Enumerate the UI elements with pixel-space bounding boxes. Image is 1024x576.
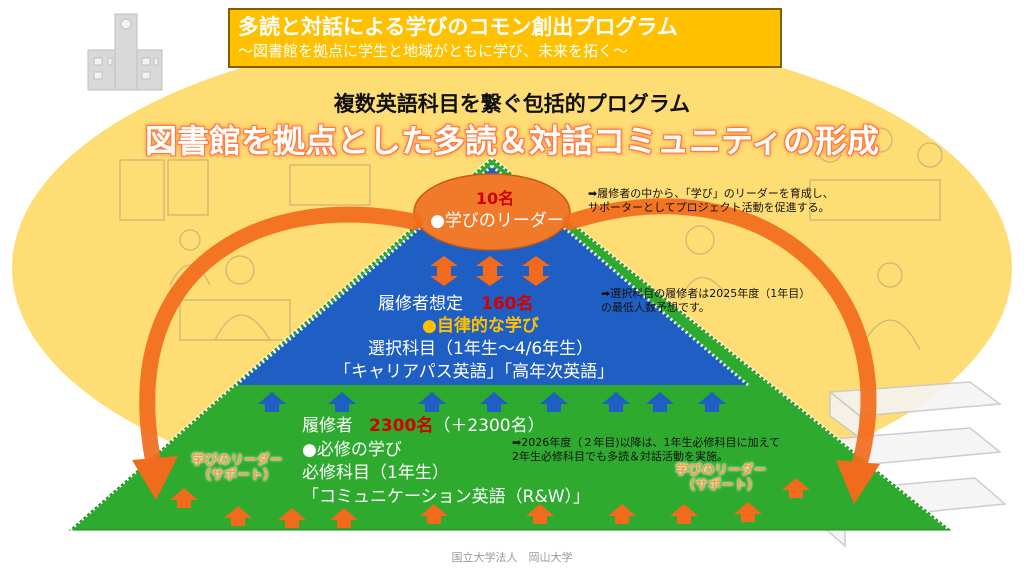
support-label-right: 学びのリーダー （サポート） <box>666 463 776 493</box>
middle-count: 160名 <box>481 294 534 314</box>
curved-arrow-right <box>562 198 877 478</box>
middle-enrollment: 履修者想定 160名 <box>378 289 534 314</box>
middle-course-names: 「キャリアパス英語」「高年次英語」 <box>334 362 615 382</box>
curved-arrow-left <box>139 206 423 478</box>
title-box <box>228 8 782 68</box>
section-heading: 複数英語科目を繋ぐ包括的プログラム <box>333 92 691 116</box>
slogan: 図書館を拠点とした多読＆対話コミュニティの形成 <box>144 122 880 160</box>
support-label-line: （サポート） <box>197 468 276 483</box>
program-subtitle: ～図書館を拠点に学生と地域がともに学び、未来を拓く～ <box>238 42 629 60</box>
leader-ellipse <box>413 173 571 251</box>
leader-label: ●学びのリーダー <box>430 211 564 231</box>
support-label-line: （サポート） <box>681 478 760 493</box>
arrow-up-icon <box>258 392 726 412</box>
note-leader: ➡履修者の中から、「学び」のリーダーを育成し、 サポーターとしてプロジェクト活動… <box>588 187 834 215</box>
note-elective-line: の最低人数予想です。 <box>601 301 710 314</box>
arrow-up-icon <box>170 478 810 528</box>
note-elective: ➡選択科目の履修者は2025年度（1年目） の最低人数予想です。 <box>601 287 810 315</box>
reading-people-icon <box>119 159 371 341</box>
support-label-left: 学びのリーダー （サポート） <box>182 453 292 483</box>
bottom-count: 2300名 <box>369 416 434 436</box>
note-elective-line: ➡選択科目の履修者は2025年度（1年目） <box>601 287 811 300</box>
bottom-label: ●必修の学び <box>302 440 402 460</box>
double-arrow-icon <box>430 256 550 286</box>
middle-enrollment-label: 履修者想定 <box>378 294 463 314</box>
support-label-line: 学びのリーダー <box>675 463 767 478</box>
support-label-line: 学びのリーダー <box>191 453 283 468</box>
note-required-line: 2年生必修科目でも多読＆対話活動を実施。 <box>512 450 728 463</box>
leader-count: 10名 <box>475 189 515 208</box>
bottom-enrollment-label: 履修者 <box>302 416 353 436</box>
middle-label: ●自律的な学び <box>422 316 539 336</box>
note-leader-line: サポーターとしてプロジェクト活動を促進する。 <box>588 201 830 214</box>
bottom-count-suffix: （＋2300名） <box>433 416 545 436</box>
bottom-course-names: 「コミュニケーション英語（R&W）」 <box>302 487 591 507</box>
note-leader-line: ➡履修者の中から、「学び」のリーダーを育成し、 <box>588 187 834 200</box>
bottom-enrollment: 履修者 2300名（＋2300名） <box>302 411 545 436</box>
note-required-line: ➡2026年度（２年目)以降は、1年生必修科目に加えて <box>512 436 780 449</box>
bottom-course: 必修科目（1年生） <box>302 463 449 483</box>
footer: 国立大学法人 岡山大学 <box>451 551 573 564</box>
university-building-icon <box>87 13 163 91</box>
program-title: 多読と対話による学びのコモン創出プログラム <box>238 15 678 39</box>
middle-course: 選択科目（1年生～4/6年生） <box>368 339 594 359</box>
note-required: ➡2026年度（２年目)以降は、1年生必修科目に加えて 2年生必修科目でも多読＆… <box>512 436 780 464</box>
